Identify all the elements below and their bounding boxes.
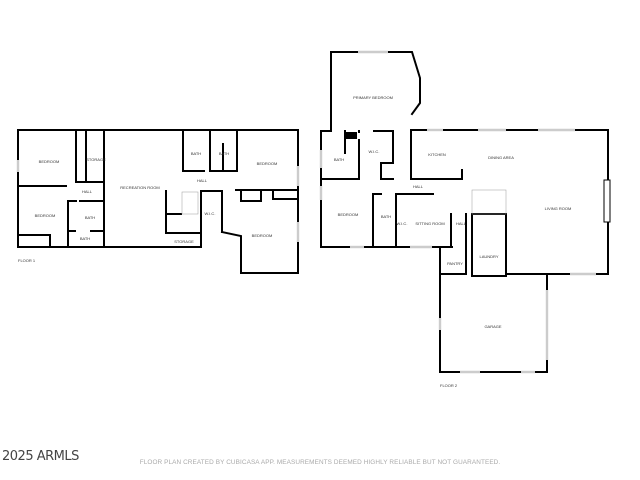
wall (200, 190, 223, 233)
windows (16, 50, 596, 374)
walls (17, 51, 609, 373)
wall (471, 213, 507, 277)
room-label: BATH (381, 214, 391, 219)
watermark: 2025 ARMLS (2, 449, 79, 464)
room-label: BATH (80, 236, 90, 241)
room-label: HALL (197, 178, 208, 183)
wall (330, 51, 359, 131)
wall (240, 189, 262, 202)
wall (165, 190, 202, 234)
room-label: BATH (334, 157, 344, 162)
wall (373, 130, 394, 180)
room-label: SITTING ROOM (415, 221, 444, 226)
floor-1-plan: BEDROOM STORAGE HALL RECREATION ROOM BED… (18, 151, 277, 263)
room-label: LAUNDRY (479, 254, 498, 259)
wall (75, 129, 87, 183)
room-label: BATH (219, 151, 229, 156)
wall (320, 130, 453, 248)
floor-1-title: FLOOR 1 (18, 258, 36, 263)
room-label: RECREATION ROOM (120, 185, 159, 190)
fireplace-icon (603, 179, 611, 223)
fireplace-block (345, 132, 357, 139)
wall (410, 129, 609, 373)
room-label: HALL (82, 189, 93, 194)
wall (17, 234, 51, 248)
room-label: LIVING ROOM (545, 206, 572, 211)
wall (387, 51, 421, 116)
room-label: W.I.C. (369, 149, 380, 154)
room-label: BEDROOM (338, 212, 359, 217)
room-label: BEDROOM (39, 159, 60, 164)
room-label: W.I.C. (205, 211, 216, 216)
room-label: STORAGE (86, 157, 106, 162)
wall (182, 129, 205, 172)
wall (272, 189, 299, 200)
room-label: BEDROOM (35, 213, 56, 218)
room-label: HALL (413, 184, 424, 189)
room-label: BATH (191, 151, 201, 156)
floor-2-title: FLOOR 2 (440, 383, 458, 388)
room-label: BATH (85, 215, 95, 220)
room-label: GARAGE (484, 324, 501, 329)
room-label: BEDROOM (257, 161, 278, 166)
room-label: KITCHEN (428, 152, 446, 157)
room-label: W.I.C. (397, 221, 408, 226)
wall (410, 129, 463, 180)
room-label: HALL (456, 221, 467, 226)
disclaimer: FLOOR PLAN CREATED BY CUBICASA APP. MEAS… (139, 459, 501, 466)
room-label: PRIMARY BEDROOM (353, 95, 393, 100)
room-label: BEDROOM (252, 233, 273, 238)
room-label: STORAGE (174, 239, 194, 244)
room-label: PANTRY (447, 261, 463, 266)
wall (439, 213, 467, 275)
floor-2-plan: PRIMARY BEDROOM BATH W.I.C. KITCHEN DINI… (334, 95, 572, 388)
stairs-icon (181, 189, 507, 215)
wall (85, 129, 105, 183)
wall (17, 129, 299, 274)
wall (17, 129, 202, 248)
room-label: DINING AREA (488, 155, 514, 160)
